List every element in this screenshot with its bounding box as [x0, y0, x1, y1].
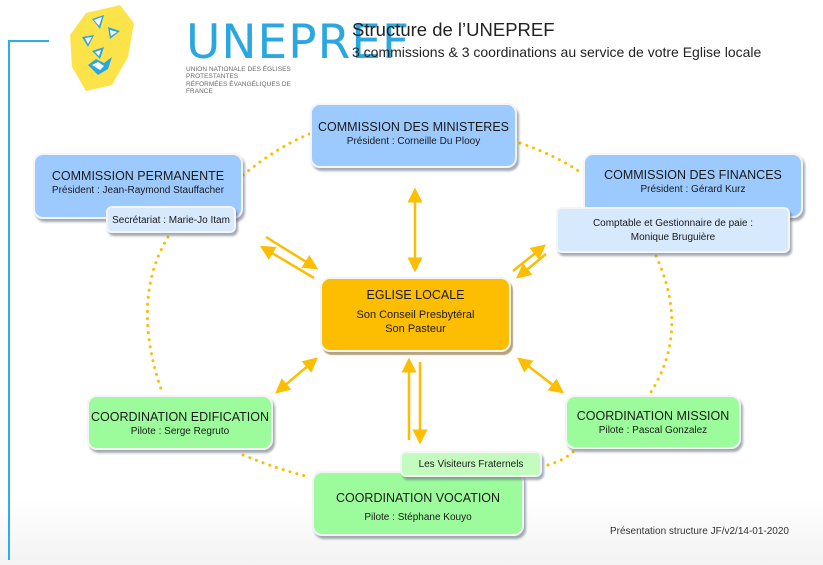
secretariat-box: Secrétariat : Marie-Jo Itam [106, 206, 236, 233]
logo-subtitle: UNION NATIONALE DES ÉGLISES PROTESTANTES… [186, 66, 298, 95]
eglise-locale-title: EGLISE LOCALE [366, 288, 465, 302]
eglise-locale-box: EGLISE LOCALE Son Conseil Presbytéral So… [320, 277, 511, 352]
secretariat-label: Secrétariat : Marie-Jo Itam [112, 215, 230, 226]
dotted-link-permanente-ministeres [241, 131, 314, 177]
logo-subtitle-line1: UNION NATIONALE DES ÉGLISES PROTESTANTES [186, 66, 291, 81]
page-title: Structure de l’UNEPREF [352, 19, 555, 40]
commission-finances-president: Président : Gérard Kurz [640, 184, 746, 195]
dotted-link-permanente-edification [145, 235, 170, 394]
conseil-presbyteral: Son Conseil Presbytéral [356, 309, 475, 321]
visiteurs-fraternels-label: Les Visiteurs Fraternels [418, 459, 524, 470]
logo-wordmark: UNEPREF [186, 15, 410, 70]
footer-version: Présentation structure JF/v2/14-01-2020 [610, 526, 789, 537]
coordination-mission-title: COORDINATION MISSION [576, 409, 730, 423]
commission-ministeres-president: Président : Corneille Du Plooy [346, 136, 481, 147]
coordination-mission-box: COORDINATION MISSION Pilote : Pascal Gon… [565, 395, 741, 449]
logo-emblem-icon [70, 5, 134, 91]
comptable-box: Comptable et Gestionnaire de paie : Moni… [556, 207, 790, 253]
dotted-link-ministeres-finances [518, 141, 582, 174]
frame-line-vertical [8, 40, 10, 560]
coordination-vocation-title: COORDINATION VOCATION [335, 491, 501, 505]
commission-ministeres-box: COMMISSION DES MINISTERES Président : Co… [310, 103, 517, 168]
comptable-name: Monique Bruguière [630, 232, 716, 243]
page-subtitle: 3 commissions & 3 coordinations au servi… [352, 44, 762, 60]
arrow-eglise-edification [275, 357, 318, 394]
frame-line-horizontal [8, 40, 49, 42]
comptable-role: Comptable et Gestionnaire de paie : [592, 218, 754, 229]
coordination-edification-box: COORDINATION EDIFICATION Pilote : Serge … [87, 395, 273, 450]
commission-finances-box: COMMISSION DES FINANCES Président : Géra… [583, 153, 803, 218]
coordination-vocation-pilote: Pilote : Stéphane Kouyo [364, 512, 472, 523]
dotted-link-edification-vocation [241, 453, 308, 478]
coordination-edification-title: COORDINATION EDIFICATION [90, 410, 269, 424]
commission-permanente-title: COMMISSION PERMANENTE [51, 169, 225, 183]
commission-ministeres-title: COMMISSION DES MINISTERES [318, 120, 509, 134]
coordination-mission-pilote: Pilote : Pascal Gonzalez [598, 425, 708, 436]
coordination-vocation-box: COORDINATION VOCATION Pilote : Stéphane … [312, 471, 524, 536]
dotted-link-vocation-mission [546, 448, 577, 467]
arrow-eglise-mission [517, 357, 564, 394]
coordination-edification-pilote: Pilote : Serge Regruto [130, 426, 230, 437]
arrow-permanente-to-eglise [265, 235, 319, 270]
pasteur: Son Pasteur [385, 323, 446, 335]
arrow-eglise-to-permanente [259, 245, 315, 280]
commission-permanente-president: Président : Jean-Raymond Stauffacher [51, 185, 225, 196]
unepref-logo: UNEPREF UNION NATIONALE DES ÉGLISES PROT… [68, 5, 409, 95]
arrow-finances-to-eglise [516, 253, 547, 279]
visiteurs-fraternels-box: Les Visiteurs Fraternels [400, 451, 542, 477]
commission-permanente-box: COMMISSION PERMANENTE Président : Jean-R… [33, 153, 243, 219]
commission-finances-title: COMMISSION DES FINANCES [604, 168, 782, 182]
dotted-link-finances-mission [649, 254, 674, 394]
logo-subtitle-line2: RÉFORMÉES ÉVANGÉLIQUES DE FRANCE [186, 80, 292, 96]
